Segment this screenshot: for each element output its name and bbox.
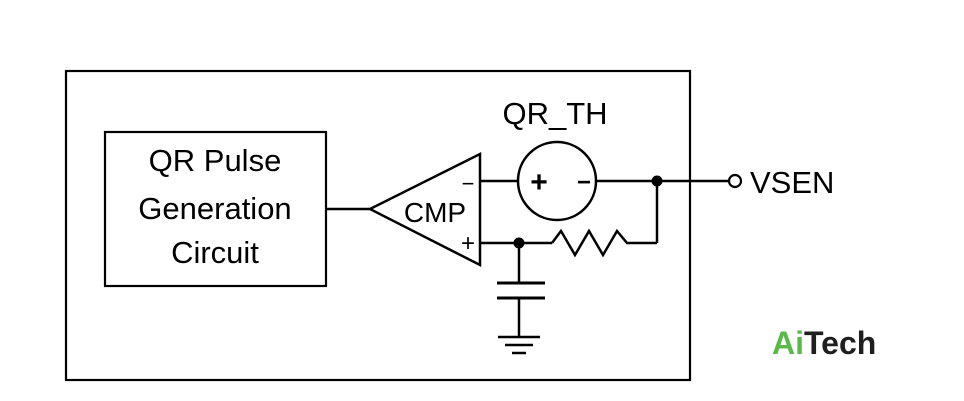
voltage-source-minus: − <box>577 169 591 196</box>
watermark-ai: Ai <box>772 325 804 361</box>
svg-text:AiTech: AiTech <box>772 325 876 361</box>
capacitor <box>497 243 545 337</box>
resistor <box>551 228 657 258</box>
voltage-source-plus: + <box>530 166 548 199</box>
outer-enclosure <box>64 69 692 382</box>
voltage-source-circle <box>516 140 598 222</box>
block-label-line1: QR Pulse <box>149 143 282 178</box>
qr-pulse-block: QR Pulse Generation Circuit <box>103 130 328 288</box>
vsen-label: VSEN <box>750 165 834 200</box>
qr-th-voltage-source: QR_TH + − <box>502 96 608 222</box>
aitech-watermark: AiTech <box>772 325 876 361</box>
comparator-plus-sign: + <box>461 230 475 257</box>
ground-icon <box>498 335 540 355</box>
comparator-minus-sign: − <box>462 171 475 196</box>
vsen-terminal <box>727 173 743 189</box>
block-label-line3: Circuit <box>171 235 259 270</box>
comparator-label: CMP <box>404 197 466 228</box>
vsen-pin: VSEN <box>727 165 834 200</box>
watermark-tech: Tech <box>804 325 876 361</box>
block-label-line2: Generation <box>138 191 291 226</box>
comparator-triangle <box>367 151 482 268</box>
voltage-source-label: QR_TH <box>502 96 607 131</box>
comparator: CMP − + <box>367 151 482 268</box>
